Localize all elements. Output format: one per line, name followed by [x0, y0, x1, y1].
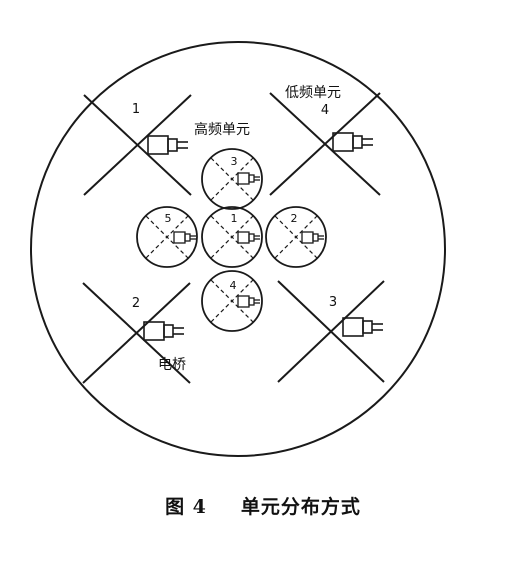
high-freq-unit-label: 高频单元 [194, 121, 250, 138]
figure-title: 单元分布方式 [240, 496, 361, 518]
high-freq-unit-4-number: 4 [230, 279, 237, 292]
high-freq-unit-5: 5 [136, 206, 198, 268]
high-freq-unit-3: 3 [201, 148, 263, 210]
high-freq-unit-1-number: 1 [231, 212, 238, 225]
connector-icon [147, 135, 188, 155]
high-freq-unit-3-number: 3 [231, 155, 238, 168]
connector-icon [301, 231, 324, 244]
high-freq-unit-1: 1 [201, 206, 263, 268]
low-freq-unit-2-number: 2 [132, 296, 140, 311]
low-freq-unit-1-number: 1 [132, 102, 140, 117]
figure-number: 图 4 [165, 496, 207, 518]
figure-caption: 图 4 单元分布方式 [0, 492, 526, 519]
high-freq-unit-2: 2 [265, 206, 327, 268]
connector-icon [143, 321, 184, 341]
low-freq-unit-1: 1 [83, 94, 192, 196]
low-freq-unit-2: 2 [82, 282, 191, 384]
bridge-label: 电桥 [158, 357, 186, 373]
high-freq-unit-5-number: 5 [165, 212, 172, 225]
connector-icon [332, 132, 373, 152]
high-freq-unit-2-number: 2 [291, 212, 298, 225]
connector-icon [342, 317, 383, 337]
low-freq-unit-3-number: 3 [329, 295, 337, 310]
connector-icon [237, 172, 260, 185]
connector-icon [237, 231, 260, 244]
connector-icon [173, 231, 196, 244]
low-freq-unit-label: 低频单元 [285, 85, 341, 101]
high-freq-unit-4: 4 [201, 270, 263, 332]
low-freq-unit-4-number: 4 [321, 103, 329, 118]
outer-circle [30, 41, 446, 457]
low-freq-unit-4: 4 [269, 92, 381, 196]
low-freq-unit-3: 3 [277, 280, 385, 383]
connector-icon [237, 295, 260, 308]
